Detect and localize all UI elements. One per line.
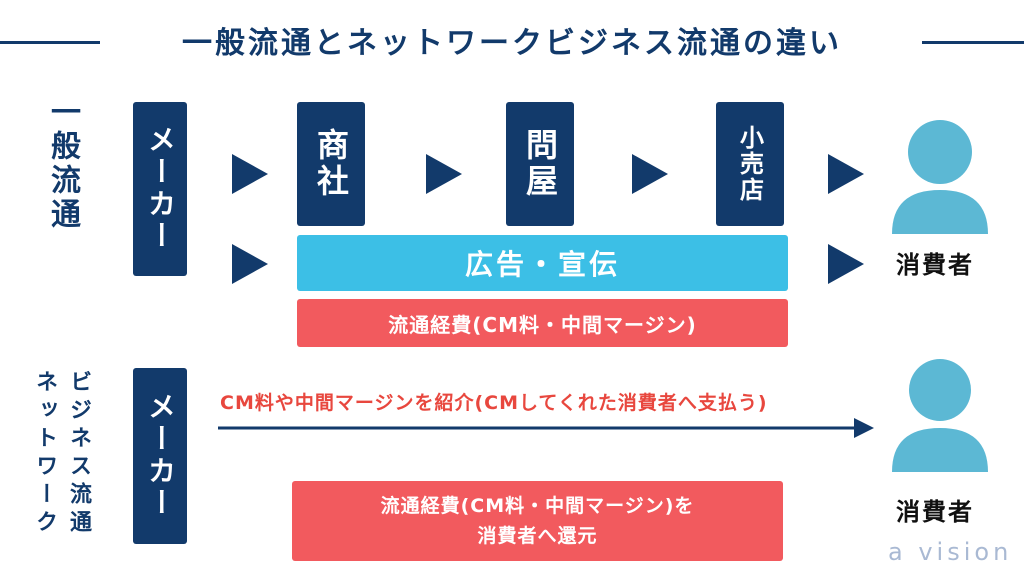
network-label-col1: ビジネス流通 [66,370,91,538]
kouriten-box: 小売店 [716,102,784,226]
distribution-cost-bar: 流通経費(CM料・中間マージン) [297,299,788,347]
shosha-box: 商社 [297,102,365,226]
page-title: 一般流通とネットワークビジネス流通の違い [182,26,842,61]
general-consumer-label: 消費者 [896,251,974,279]
arrow-kouriten-to-consumer [828,154,864,194]
title-line-right [922,41,1024,44]
general-distribution-label: 一般流通 [45,96,80,232]
arrow-shosha-to-tonya [426,154,462,194]
tonya-box: 問屋 [506,102,574,226]
distribution-cost-label: 流通経費(CM料・中間マージン) [388,312,697,337]
title-line-left [0,41,100,44]
consumer-person-icon-2 [892,359,988,472]
network-long-arrow [218,418,874,438]
network-consumer-label: 消費者 [896,498,974,526]
arrow-tonya-to-kouriten [632,154,668,194]
arrow-maker-to-shosha [232,154,268,194]
arrow-maker-to-ad [232,244,268,284]
advertising-bar: 広告・宣伝 [297,235,788,291]
consumer-person-icon [892,120,988,234]
network-cost-line1: 流通経費(CM料・中間マージン)を [380,495,695,517]
brand-logo-text: a vision [888,538,1013,566]
network-maker-box: メーカー [133,368,187,544]
network-label-col2: ネットワーク [32,370,57,538]
network-arrow-text: CM料や中間マージンを紹介(CMしてくれた消費者へ支払う) [220,392,768,414]
arrow-ad-to-consumer [828,244,864,284]
general-maker-box: メーカー [133,102,187,276]
network-cost-line2: 消費者へ還元 [477,525,598,547]
advertising-bar-label: 広告・宣伝 [464,248,620,281]
network-cost-box: 流通経費(CM料・中間マージン)を 消費者へ還元 [292,481,783,561]
